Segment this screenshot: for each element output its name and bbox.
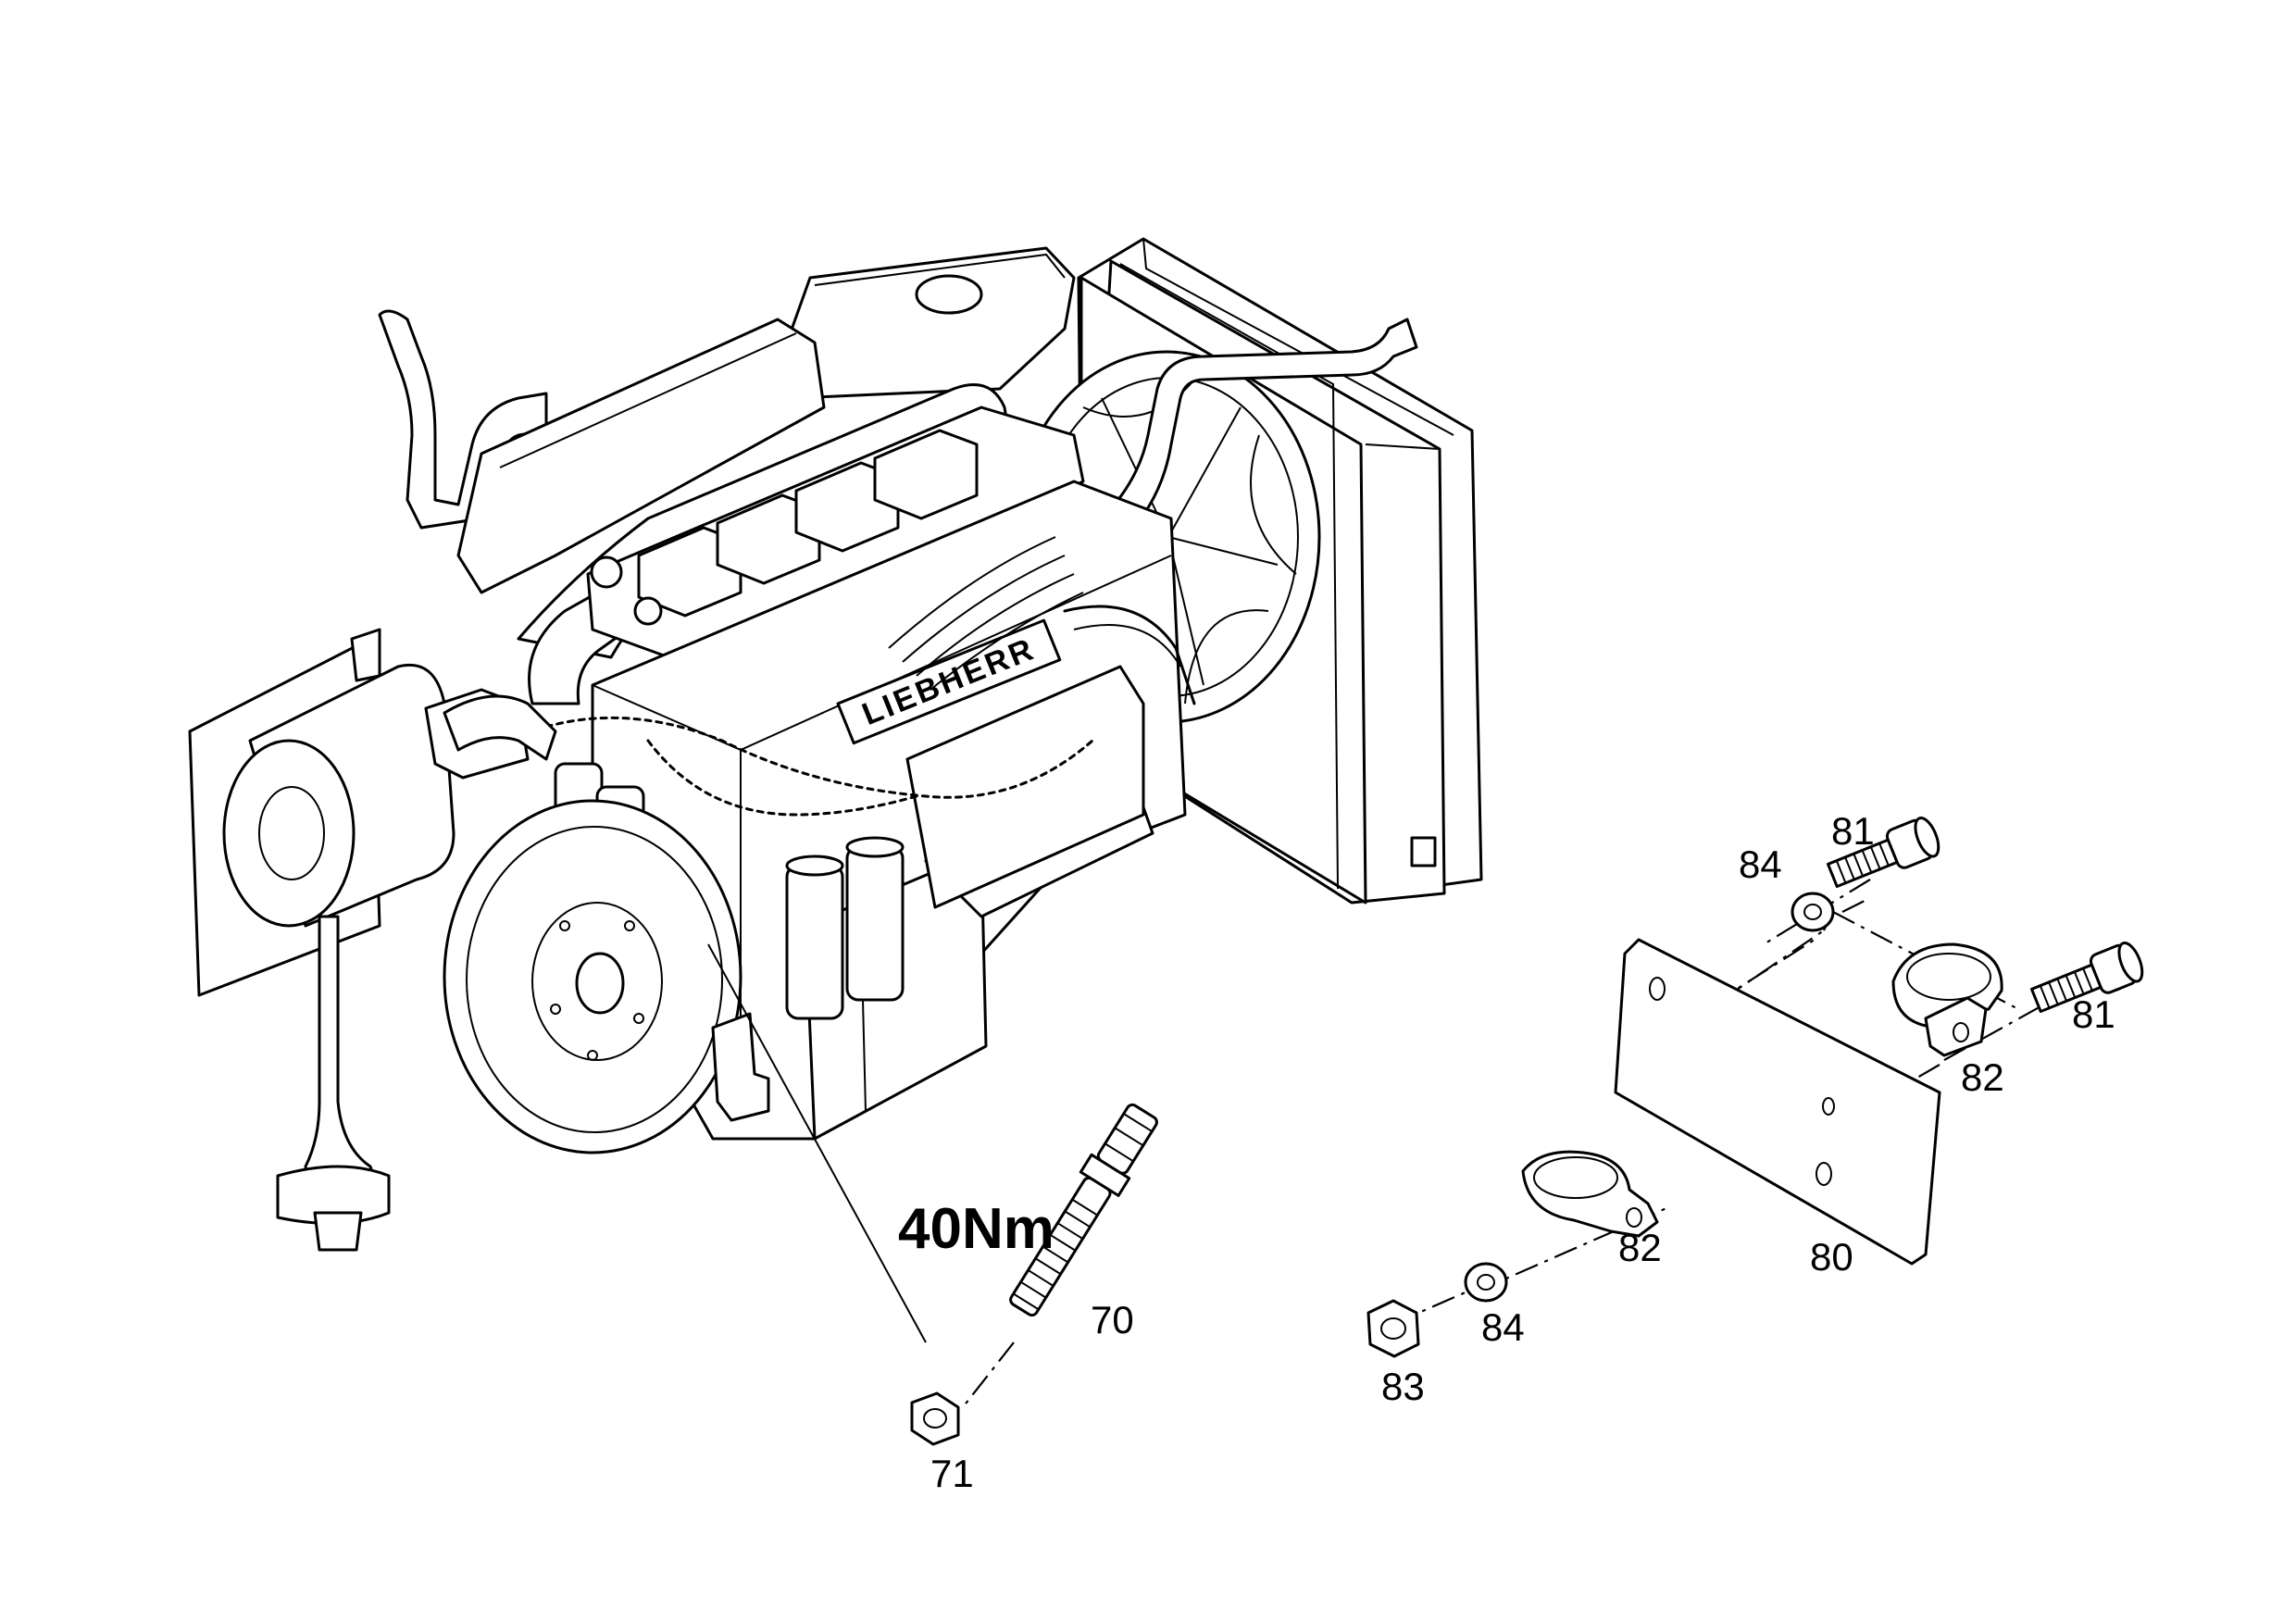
nut-71 [910,1391,960,1446]
part-label-84-lower: 84 [1481,1305,1525,1349]
stud-and-nut [707,943,1158,1446]
part-label-80: 80 [1810,1235,1853,1279]
torque-spec-label: 40Nm [898,1197,1054,1261]
bracket-parts [1366,817,2144,1358]
stud-70 [1009,1103,1158,1317]
flywheel-housing [443,799,742,1154]
engine-assembly: LIEBHERR [188,237,1483,1252]
clamp-82-lower [1521,1150,1659,1238]
cylinder-head [586,406,1085,668]
nut-83 [1366,1299,1420,1358]
plate-80 [1614,938,1941,1266]
screw-81-top [1826,817,1940,889]
screw-81-right [2029,942,2144,1014]
clamp-82-upper [1891,942,2003,1057]
injection-pump [888,536,1196,909]
part-label-81-top: 81 [1831,809,1875,853]
washer-84-top [1791,892,1835,932]
part-label-83: 83 [1381,1365,1425,1408]
part-label-81-right: 81 [2072,992,2115,1036]
exhaust [378,309,826,594]
part-label-71: 71 [930,1452,974,1495]
part-label-82-lower: 82 [1618,1226,1662,1269]
washer-84-lower [1464,1262,1508,1303]
expansion-tank [785,246,1076,400]
part-label-84-top: 84 [1739,842,1782,886]
part-label-70: 70 [1091,1298,1134,1341]
part-label-82-right: 82 [1961,1055,2004,1099]
